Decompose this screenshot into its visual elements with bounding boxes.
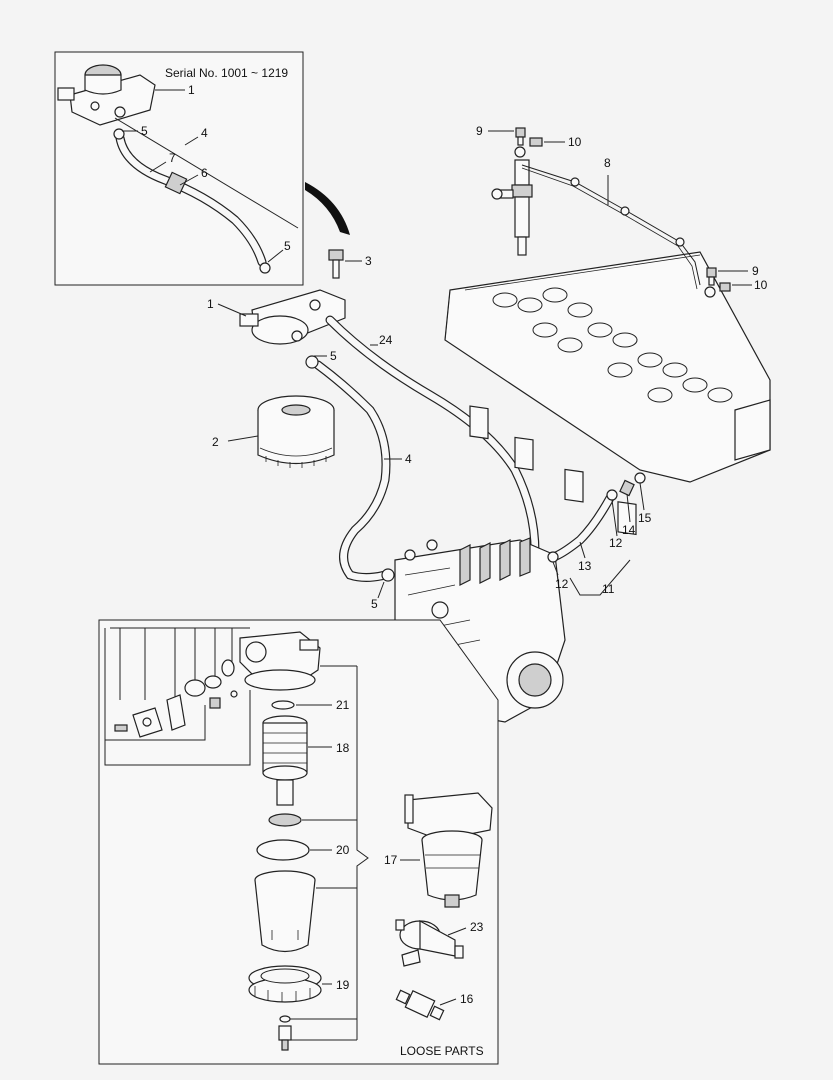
o-ring-20 [256,839,310,861]
banjo-bolt-top [515,127,543,147]
retainer-ring-19 [248,965,322,1003]
hose-inset-drawing [113,128,271,274]
electric-pump-23 [395,919,464,967]
callout-5-inset-a: 5 [141,124,148,138]
callout-16: 16 [460,992,474,1006]
injector-drawing [491,159,533,256]
callout-17: 17 [384,853,398,867]
filter-bowl [254,870,357,953]
fuel-hose-13 [552,494,614,560]
callout-20: 20 [336,843,350,857]
banjo-bolt-right [706,267,731,292]
feed-pump-inset-drawing [57,64,156,126]
callout-2: 2 [212,435,219,449]
drain-plug [278,1015,357,1051]
filter-element-18 [262,715,308,806]
callout-1-inset: 1 [188,83,195,97]
o-ring-21 [271,700,295,710]
callout-4-main: 4 [405,452,412,466]
callout-1-main: 1 [207,297,214,311]
filter-head-small-parts [114,659,238,738]
inset-reference-arrow [305,182,350,235]
serial-inset: Serial No. 1001 ~ 1219 1 5 4 7 6 5 [54,51,304,286]
callout-7: 7 [169,151,176,165]
serial-number-note: Serial No. 1001 ~ 1219 [165,66,288,80]
bolt-drawing [328,249,344,279]
filter-head-drawing [239,631,357,691]
callout-21: 21 [336,698,350,712]
fuel-filter-assembly-17 [404,792,493,908]
callout-12-a: 12 [609,536,623,550]
callout-5-main: 5 [330,349,337,363]
leak-off-pipe-8 [521,164,701,286]
seal-ring [268,813,302,827]
callout-9-top: 9 [476,124,483,138]
callout-19: 19 [336,978,350,992]
callout-13: 13 [578,559,592,573]
loose-parts-inset: 21 18 20 [98,619,499,1065]
loose-parts-note: LOOSE PARTS [400,1044,484,1058]
callout-8: 8 [604,156,611,170]
callout-10-right: 10 [754,278,768,292]
fuel-filter-drawing [257,395,335,468]
callout-11: 11 [602,582,615,596]
cylinder-head-drawing [444,251,771,536]
callout-5-inset-b: 5 [284,239,291,253]
callout-5-pump: 5 [371,597,378,611]
callout-14: 14 [622,523,636,537]
callout-23: 23 [470,920,484,934]
fuel-hose-4 [314,361,390,581]
callout-24: 24 [379,333,393,347]
callout-3: 3 [365,254,372,268]
callout-12-b: 12 [555,577,569,591]
callout-10-top: 10 [568,135,582,149]
callout-18: 18 [336,741,350,755]
inline-filter-16 [395,989,445,1021]
callout-15: 15 [638,511,652,525]
feed-pump-drawing [239,289,346,345]
callout-6: 6 [201,166,208,180]
callout-9-right: 9 [752,264,759,278]
callout-4-inset: 4 [201,126,208,140]
